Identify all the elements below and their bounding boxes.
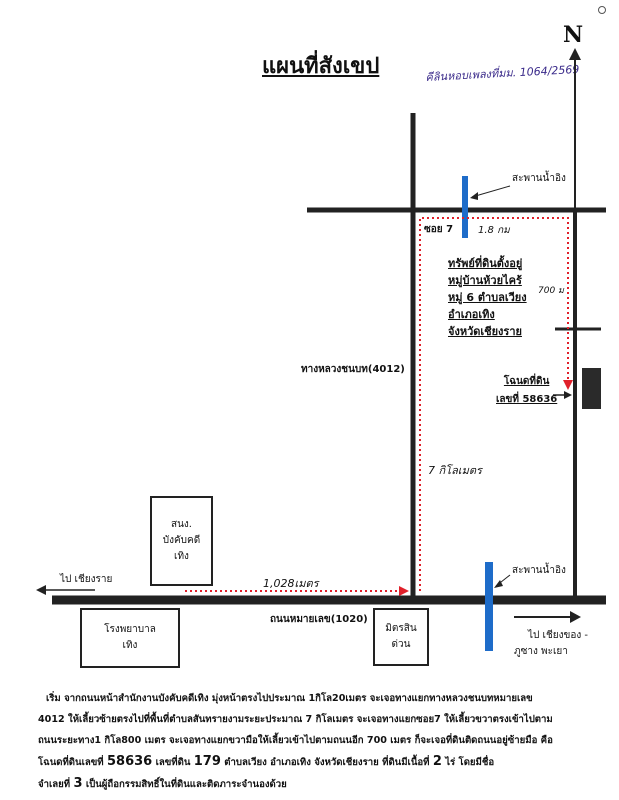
property-line-2: หมู่บ้านห้วยไคร้ xyxy=(448,274,522,288)
bridge-pointer-bottom xyxy=(494,574,511,588)
route-arrow-main xyxy=(399,586,409,596)
hospital-box: โรงพยาบาล เทิง xyxy=(80,608,180,668)
destination-right-1: ไป เชียงของ - xyxy=(528,630,589,641)
deed-number: 58636 xyxy=(106,754,153,769)
river-bridge-top xyxy=(462,176,468,238)
route-path xyxy=(185,217,569,592)
land-parcel xyxy=(582,368,601,409)
land-office-line-3: เทิง xyxy=(174,551,189,562)
location-text: ตำบลเวียง อำเภอเทิง จังหวัดเชียงราย ที่ด… xyxy=(224,757,430,768)
arrow-left-icon xyxy=(36,585,95,595)
deed-line-1: โฉนดที่ดิน xyxy=(503,376,550,387)
directions-line-2: 4012 ให้เลี้ยวซ้ายตรงไปที่พื้นที่ตำบลสัน… xyxy=(38,714,553,725)
river-bridge-bottom xyxy=(485,562,493,651)
soi7-label: ซอย 7 xyxy=(424,224,454,235)
shop-line-2: ด่วน xyxy=(391,639,411,650)
north-label: N xyxy=(563,22,583,48)
north-letter: N xyxy=(563,22,584,48)
directions-line-5: จำเลยที่ 3 เป็นผู้ถือกรรมสิทธิ์ในที่ดินแ… xyxy=(38,773,598,795)
page-title: แผนที่สังเขป xyxy=(262,54,380,79)
directions-line-4: โฉนดที่ดินเลขที่ 58636 เลขที่ดิน 179 ตำบ… xyxy=(38,751,598,773)
directions-line-1: เริ่ม จากถนนหน้าสำนักงานบังคับคดีเทิง มุ… xyxy=(46,693,533,704)
property-line-3: หมู่ 6 ตำบลเวียง xyxy=(448,291,527,305)
land-office-box: สนง. บังคับคดี เทิง xyxy=(150,496,213,586)
deed-pointer-icon xyxy=(553,391,572,399)
deed-prefix: โฉนดที่ดินเลขที่ xyxy=(38,757,104,768)
hospital-line-2: เทิง xyxy=(122,640,138,651)
distance-main: 1,028เมตร xyxy=(263,577,319,590)
main-road-label: ถนนหมายเลข(1020) xyxy=(270,614,368,625)
rai-suffix: ไร่ โดยมีชื่อ xyxy=(445,757,495,768)
deed-label: โฉนดที่ดิน เลขที่ 58636 xyxy=(496,373,557,409)
land-no-prefix: เลขที่ดิน xyxy=(155,757,191,768)
defendant-number: 3 xyxy=(73,776,83,791)
destination-left: ไป เชียงราย xyxy=(60,574,113,585)
rai-number: 2 xyxy=(432,754,442,769)
property-line-1: ทรัพย์ที่ดินตั้งอยู่ xyxy=(448,257,523,270)
property-line-5: จังหวัดเชียงราย xyxy=(448,325,522,339)
property-info: ทรัพย์ที่ดินตั้งอยู่ หมู่บ้านห้วยไคร้ หม… xyxy=(448,255,527,340)
road-network xyxy=(52,113,606,605)
directions-line-3: ถนนระยะทาง1 กิโล800 เมตร จะเจอทางแยกขวาม… xyxy=(38,735,553,746)
shop-line-1: มิตรสิน xyxy=(385,623,417,634)
bridge-bottom-label: สะพานน้ำอิง xyxy=(512,565,566,576)
property-line-4: อำเภอเทิง xyxy=(448,308,495,322)
distance-right: 700 ม xyxy=(538,286,564,296)
land-number: 179 xyxy=(193,754,221,769)
hospital-line-1: โรงพยาบาล xyxy=(104,624,156,635)
directions-text: เริ่ม จากถนนหน้าสำนักงานบังคับคดีเทิง มุ… xyxy=(38,688,598,795)
destination-right-2: ภูซาง พะเยา xyxy=(514,646,568,657)
distance-soi7: 1.8 กม xyxy=(478,225,510,236)
corner-mark xyxy=(598,6,606,14)
land-office-line-1: สนง. xyxy=(170,519,192,530)
distance-highway: 7 กิโลเมตร xyxy=(428,464,482,477)
bridge-top-label: สะพานน้ำอิง xyxy=(512,173,566,184)
defendant-prefix: จำเลยที่ xyxy=(38,779,71,790)
deed-line-2: เลขที่ 58636 xyxy=(496,394,558,405)
owner-text: เป็นผู้ถือกรรมสิทธิ์ในที่ดินและติดภาระจำ… xyxy=(85,779,287,790)
arrow-right-icon xyxy=(514,611,581,623)
highway-4012-label: ทางหลวงชนบท(4012) xyxy=(301,364,405,375)
land-office-line-2: บังคับคดี xyxy=(162,535,201,546)
shop-box: มิตรสิน ด่วน xyxy=(373,608,429,666)
bridge-pointer-top xyxy=(470,185,511,200)
route-arrow-end xyxy=(563,380,573,390)
